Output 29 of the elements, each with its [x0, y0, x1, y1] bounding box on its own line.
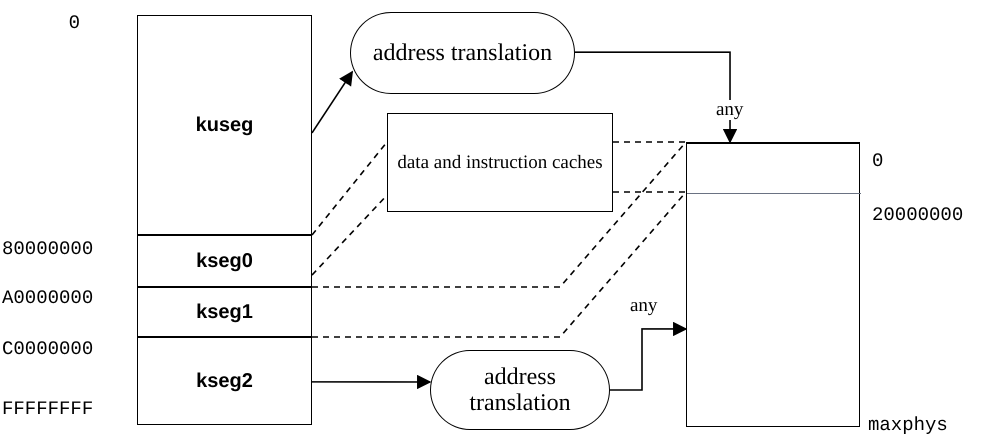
dashed-connector [311, 142, 388, 236]
dashed-connector [613, 141, 686, 143]
process-pill [350, 12, 575, 94]
cache-box [387, 113, 613, 212]
arrow [312, 374, 432, 390]
memory-segment [137, 337, 312, 425]
dashed-connector [613, 191, 686, 193]
address-label: maxphys [868, 414, 949, 436]
node-label: data and instruction caches [396, 152, 604, 174]
address-label: FFFFFFFF [2, 398, 94, 420]
node-label: kseg1 [195, 300, 254, 325]
arrow [610, 322, 688, 391]
memory-segment [137, 287, 312, 337]
node-label: address translation [468, 364, 572, 416]
memory-box [686, 142, 860, 427]
address-label: 0 [872, 150, 884, 172]
address-label: 0 [68, 12, 80, 34]
address-label: C0000000 [2, 338, 94, 360]
node-label: kuseg [194, 113, 254, 138]
arrow [311, 70, 354, 134]
node-label: kseg0 [195, 249, 254, 274]
address-label: 80000000 [2, 238, 94, 260]
memory-segment [137, 235, 312, 287]
address-label: 20000000 [872, 204, 964, 226]
node-label: address translation [372, 40, 554, 66]
node-label: kseg2 [195, 369, 254, 394]
address-label: A0000000 [2, 287, 94, 309]
arrow [575, 51, 738, 144]
memory-segment [137, 15, 312, 235]
